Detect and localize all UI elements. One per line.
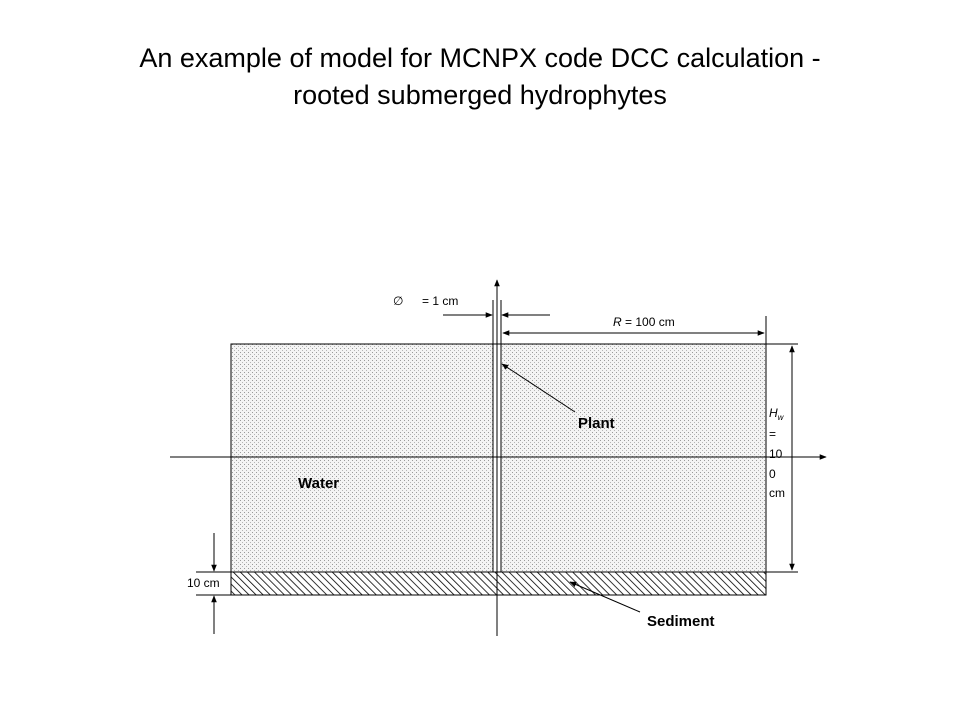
radius-label: R = 100 cm bbox=[613, 315, 675, 329]
height-subscript: w bbox=[778, 413, 785, 422]
diameter-label: = 1 cm bbox=[422, 294, 458, 308]
sediment-region bbox=[230, 571, 767, 596]
height-line-1: = bbox=[769, 427, 776, 441]
height-line-4: cm bbox=[769, 486, 785, 500]
height-line-2: 10 bbox=[769, 447, 783, 461]
height-line-3: 0 bbox=[769, 467, 776, 481]
diameter-symbol: ∅ bbox=[393, 294, 403, 308]
sediment-leader bbox=[569, 581, 641, 613]
title-line-1: An example of model for MCNPX code DCC c… bbox=[139, 43, 821, 73]
height-variable: Hw bbox=[769, 406, 785, 422]
water-label: Water bbox=[298, 475, 339, 492]
slide-title: An example of model for MCNPX code DCC c… bbox=[0, 40, 960, 114]
sediment-thickness-label: 10 cm bbox=[187, 576, 220, 590]
plant-leader bbox=[501, 363, 576, 413]
title-line-2: rooted submerged hydrophytes bbox=[293, 80, 667, 110]
plant-label: Plant bbox=[578, 415, 615, 432]
sediment-label: Sediment bbox=[647, 613, 715, 630]
radius-variable: R bbox=[613, 315, 622, 329]
radius-value: = 100 cm bbox=[622, 315, 675, 329]
